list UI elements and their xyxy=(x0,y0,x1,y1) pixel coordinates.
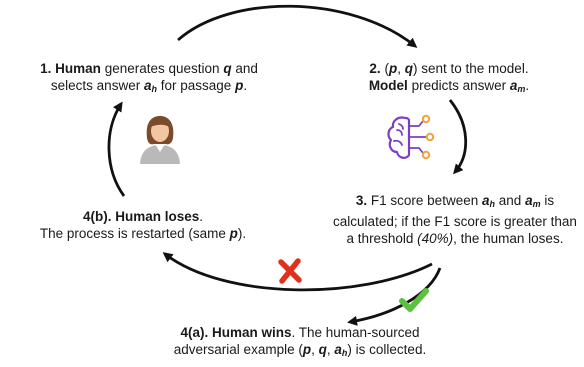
symbol-p: p xyxy=(229,226,238,241)
symbol-q: q xyxy=(223,61,232,76)
subscript-m: m xyxy=(532,199,541,209)
step2-text1: sent to the model. xyxy=(421,61,529,76)
red-x-icon xyxy=(278,258,302,284)
step4a-human-wins: 4(a). Human wins. The human-sourced adve… xyxy=(118,324,482,362)
human-avatar-icon xyxy=(140,116,180,164)
symbol-p: p xyxy=(302,342,312,357)
step2-number: 2. xyxy=(369,61,381,76)
step4b-text1: The process is restarted (same xyxy=(39,226,226,241)
step1-text2: and xyxy=(235,61,258,76)
symbol-a: a xyxy=(143,78,152,93)
green-checkmark-icon xyxy=(399,288,429,312)
step4a-title: 4(a). Human wins xyxy=(180,325,292,340)
step4a-text1: . The human-sourced xyxy=(291,325,420,340)
subscript-h: h xyxy=(341,348,348,358)
paren-open: ( xyxy=(384,61,389,76)
symbol-a: a xyxy=(334,342,342,357)
step4a-text3: ) is collected. xyxy=(347,342,427,357)
symbol-p: p xyxy=(388,61,398,76)
step2-text2: predicts answer xyxy=(411,78,507,93)
step1-text4: for passage xyxy=(160,78,232,93)
step1-text1: generates question xyxy=(104,61,220,76)
step1-text3: selects answer xyxy=(50,78,141,93)
step1-period: . xyxy=(243,78,248,93)
symbol-q: q xyxy=(404,61,413,76)
step4b-human-loses: 4(b). Human loses. The process is restar… xyxy=(0,208,286,242)
step4b-text2: ). xyxy=(237,226,247,241)
symbol-a: a xyxy=(509,78,518,93)
subscript-m: m xyxy=(517,84,526,94)
step3-text5: a threshold xyxy=(346,231,414,246)
step3-text6: , the human loses. xyxy=(453,231,564,246)
step3-text4: calculated; if the F1 score is greater t… xyxy=(333,214,577,229)
symbol-p: p xyxy=(235,78,244,93)
step3-text1: F1 score between xyxy=(370,193,479,208)
brain-circuit-icon xyxy=(387,114,435,160)
step1-human-generates: 1. Human generates question q and select… xyxy=(4,60,294,98)
arrow-step3-to-step4b xyxy=(162,252,433,292)
step4a-text2: adversarial example ( xyxy=(173,342,303,357)
step2-actor: Model xyxy=(368,78,408,93)
step2-sent-to-model: 2. (p, q) sent to the model. Model predi… xyxy=(326,60,572,98)
symbol-a: a xyxy=(525,193,533,208)
paren-close: ) xyxy=(412,61,418,76)
comma: , xyxy=(311,342,315,357)
threshold-value: (40%) xyxy=(417,231,454,246)
step2-period: . xyxy=(525,78,530,93)
arrow-step2-to-step3 xyxy=(448,99,468,175)
comma: , xyxy=(326,342,331,357)
subscript-h: h xyxy=(489,199,496,209)
comma: , xyxy=(397,61,401,76)
step4b-period: . xyxy=(199,209,204,224)
step3-text3: is xyxy=(544,193,555,208)
symbol-a: a xyxy=(481,193,490,208)
step1-actor: Human xyxy=(55,61,101,76)
step1-number: 1. xyxy=(40,61,52,76)
arrow-step1-to-step2 xyxy=(177,4,418,48)
step3-text2: and xyxy=(498,193,522,208)
subscript-h: h xyxy=(151,84,157,94)
step3-number: 3. xyxy=(355,193,368,208)
symbol-q: q xyxy=(318,342,327,357)
step3-f1-score: 3. F1 score between ah and am is calcula… xyxy=(328,192,582,247)
step4b-title: 4(b). Human loses xyxy=(82,209,200,224)
arrow-step4b-to-step1 xyxy=(107,101,126,197)
